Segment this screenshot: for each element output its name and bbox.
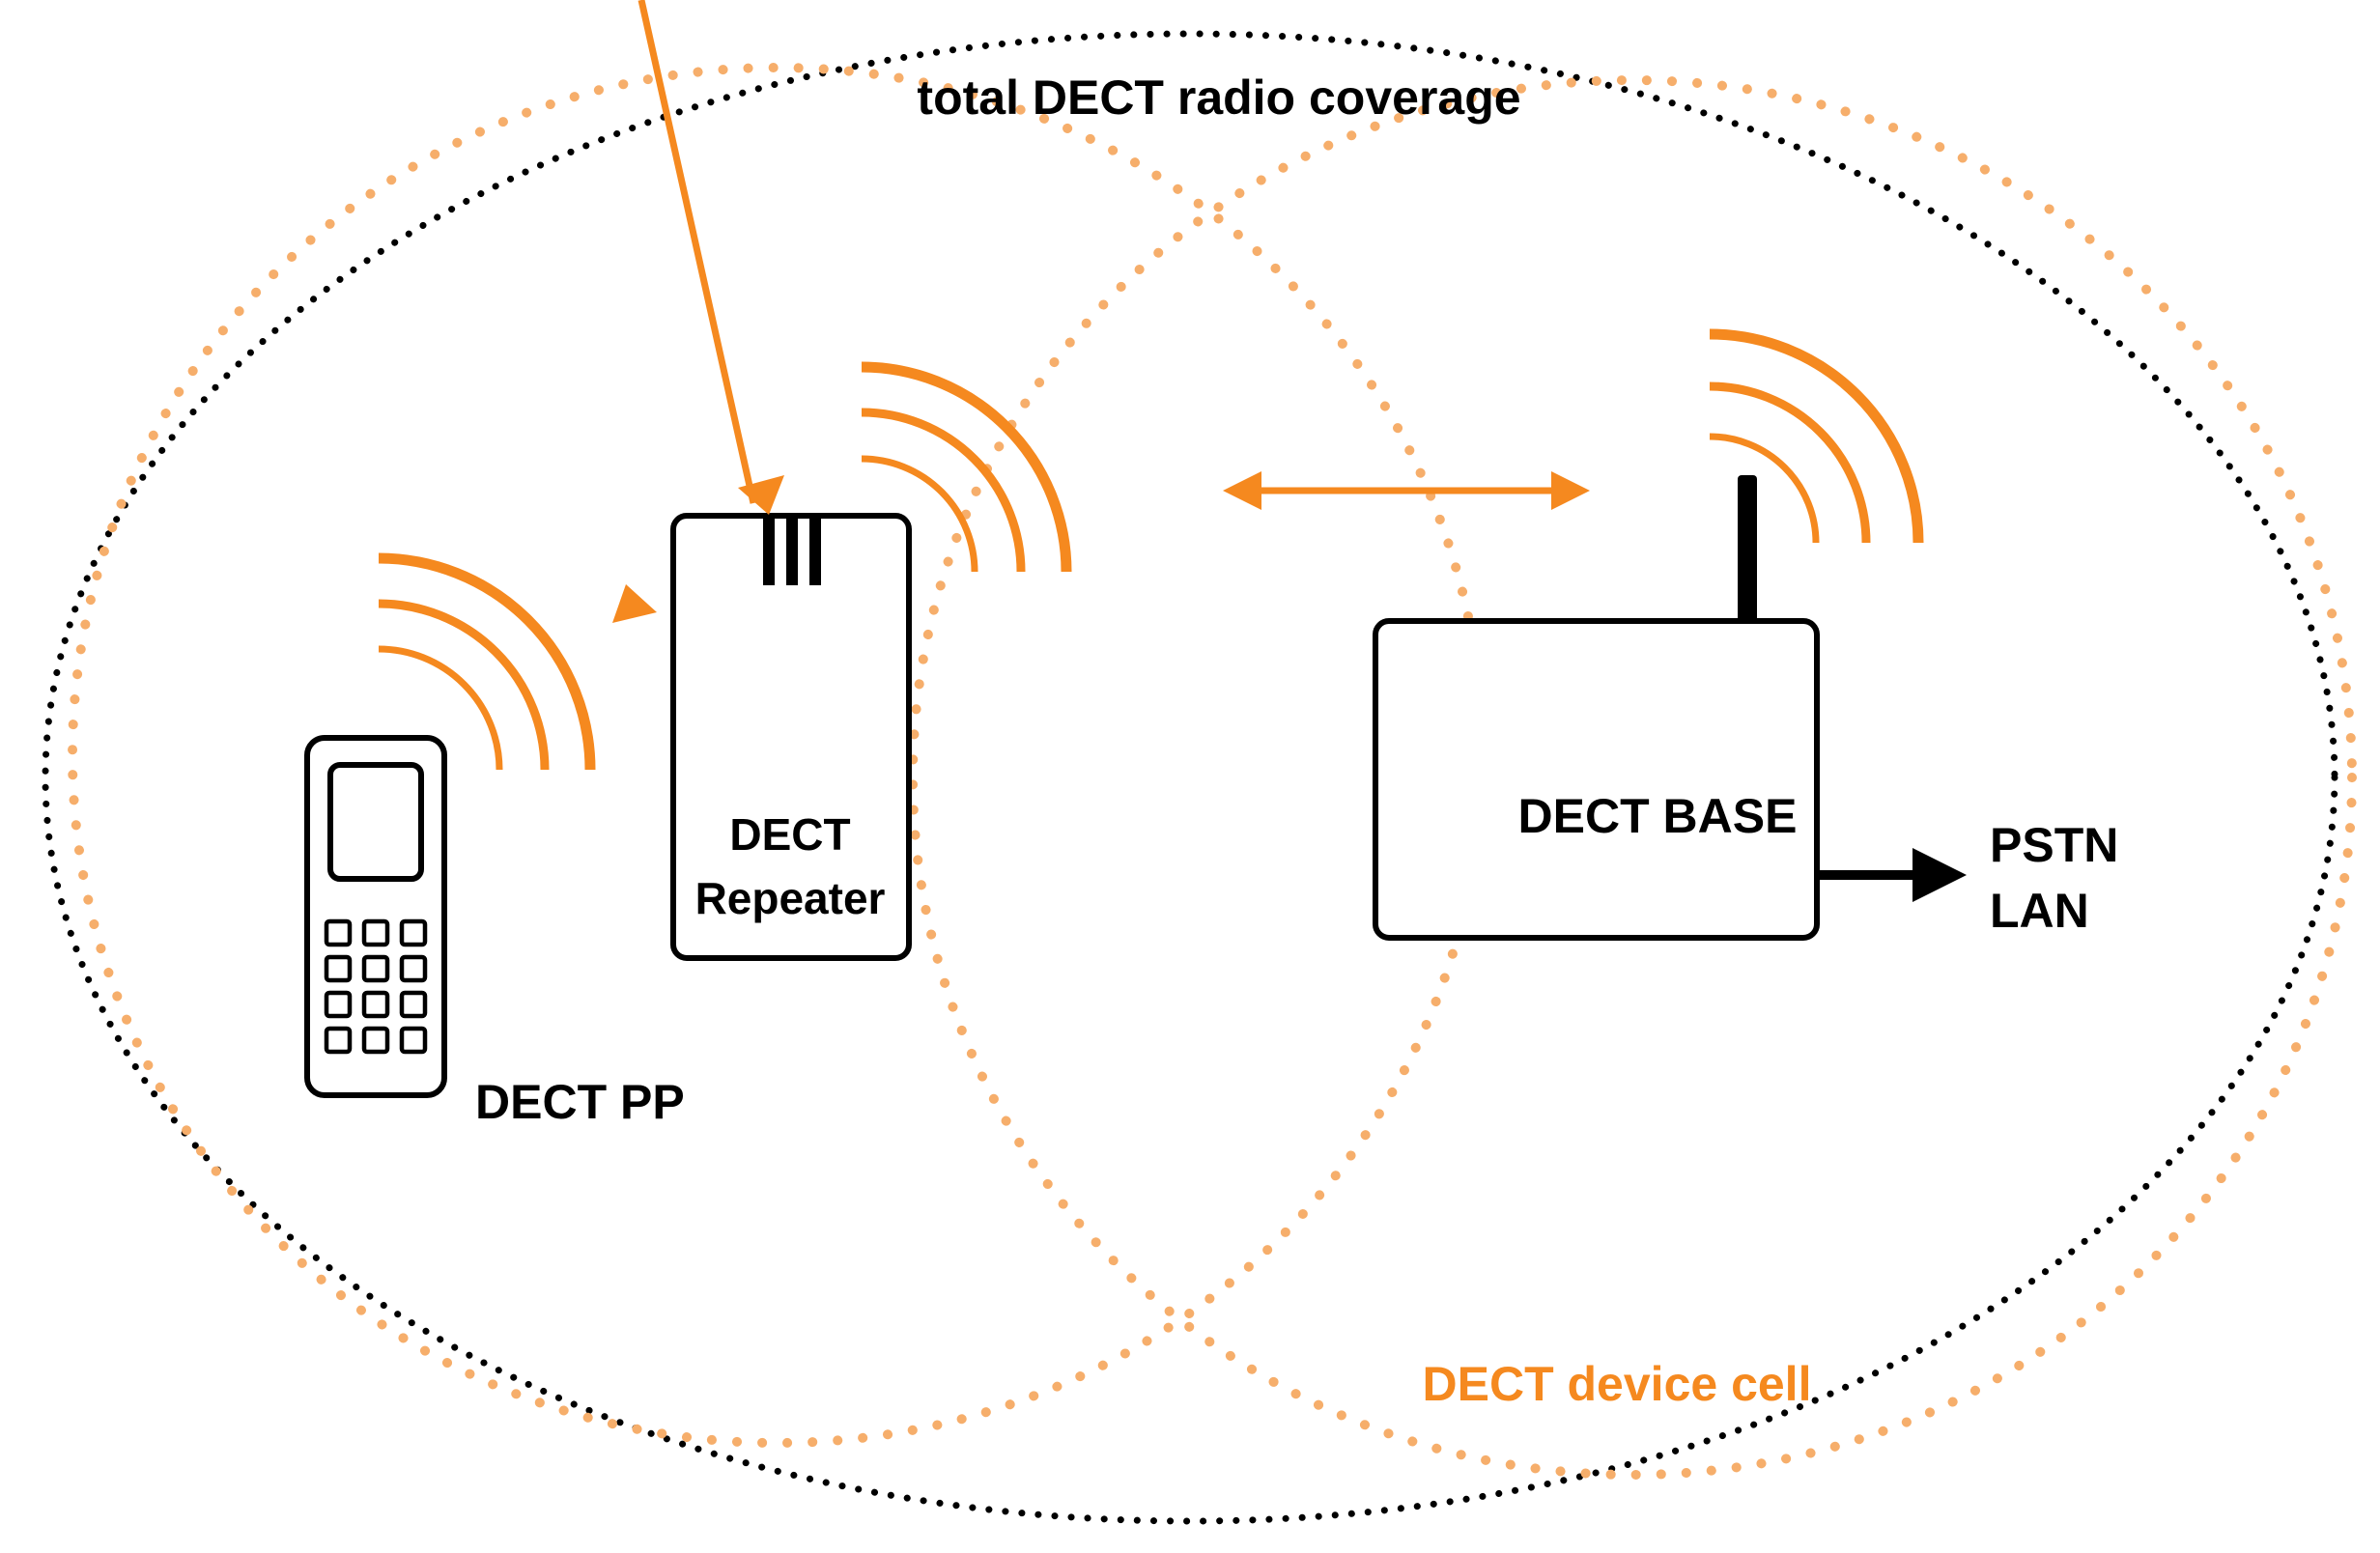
total-coverage-label: total DECT radio coverage <box>917 71 1520 125</box>
base-station-icon <box>1373 475 1820 941</box>
repeater-vents <box>763 516 821 585</box>
double-arrow-icon <box>1223 471 1590 510</box>
uplink-label-line1: PSTN <box>1990 818 2118 872</box>
pp-label: DECT PP <box>475 1075 685 1129</box>
arrow-right-icon <box>1817 848 1967 902</box>
repeater-icon <box>670 513 912 961</box>
repeater-label-line1: DECT <box>729 809 850 860</box>
uplink-label-line2: LAN <box>1990 884 2089 938</box>
total-coverage-boundary <box>42 30 2338 1525</box>
radio-waves-icon <box>378 552 596 771</box>
device-cell-label: DECT device cell <box>1423 1357 1812 1411</box>
radio-waves-icon <box>861 361 1072 573</box>
phone-screen <box>327 762 424 882</box>
radio-waves-icon <box>1709 328 1924 544</box>
double-arrow-icon <box>612 0 784 623</box>
base-antenna <box>1738 475 1757 624</box>
base-device-cell <box>908 75 2357 1480</box>
base-label: DECT BASE <box>1518 789 1798 843</box>
repeater-label-line2: Repeater <box>695 873 886 923</box>
mobile-phone-icon <box>304 735 447 1098</box>
phone-keypad <box>324 918 428 1055</box>
